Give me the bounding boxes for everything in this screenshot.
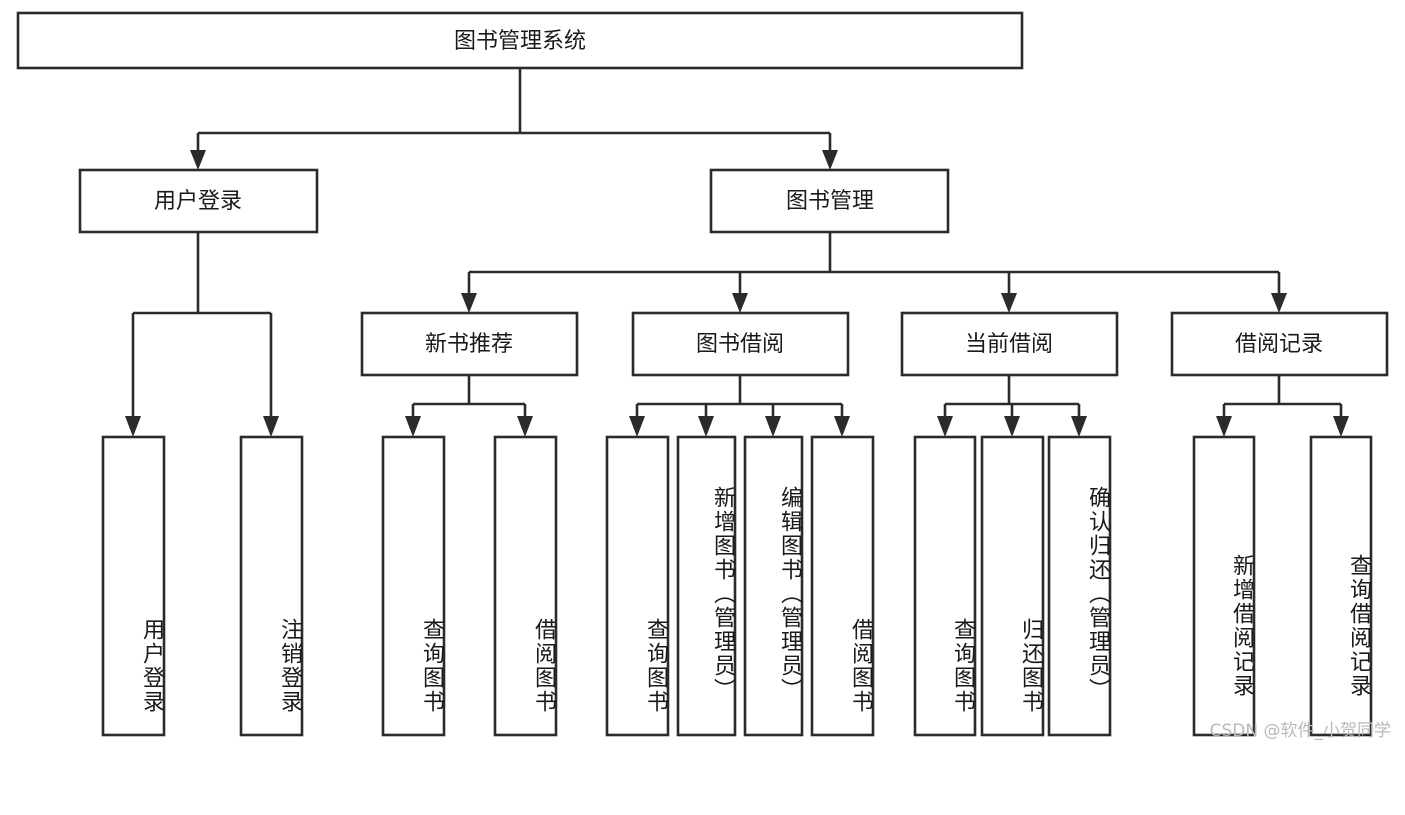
arrow-user-login: [190, 150, 206, 170]
node-current-borrow[interactable]: 当前借阅: [900, 311, 1119, 377]
arrow-new-book-rec: [461, 293, 477, 313]
node-new-book-rec[interactable]: 新书推荐: [360, 311, 579, 377]
arrow-leaf-query-record: [1333, 416, 1349, 437]
arrow-book-manage: [822, 150, 838, 170]
node-leaf-return-book-box[interactable]: [980, 435, 1045, 737]
watermark-text: CSDN @软件_小贺同学: [1209, 721, 1391, 741]
flowchart-canvas: 图书管理系统 用户登录 图书管理 新书推荐 图书借阅 当前借阅 借阅记录: [16, 11, 1391, 741]
arrow-leaf-edit-book: [765, 416, 781, 437]
node-leaf-query-record-box[interactable]: [1309, 435, 1373, 737]
node-leaf-edit-book-box[interactable]: [743, 435, 804, 737]
arrow-current-borrow: [1001, 293, 1017, 313]
node-book-borrow[interactable]: 图书借阅: [631, 311, 850, 377]
node-leaf-add-record-box[interactable]: [1192, 435, 1256, 737]
node-new-book-rec-box[interactable]: [360, 311, 579, 377]
arrow-leaf-borrow-book-1: [517, 416, 533, 437]
node-root-box[interactable]: [16, 11, 1024, 70]
node-book-manage-box[interactable]: [709, 168, 950, 234]
arrow-leaf-confirm-return: [1071, 416, 1087, 437]
node-book-borrow-box[interactable]: [631, 311, 850, 377]
node-borrow-record-box[interactable]: [1170, 311, 1389, 377]
node-leaf-user-login-box[interactable]: [101, 435, 166, 737]
node-leaf-confirm-return-box[interactable]: [1047, 435, 1112, 737]
arrow-leaf-return-book: [1004, 416, 1020, 437]
node-book-manage[interactable]: 图书管理: [709, 168, 950, 234]
node-new-book-rec-label: 新书推荐: [425, 332, 513, 357]
node-leaf-user-logout-box[interactable]: [239, 435, 304, 737]
node-leaf-query-book-3-box[interactable]: [913, 435, 977, 737]
arrow-leaf-user-logout: [263, 416, 279, 437]
node-root-label: 图书管理系统: [454, 29, 586, 54]
arrow-book-borrow: [732, 293, 748, 313]
node-book-manage-label: 图书管理: [786, 189, 874, 214]
arrow-leaf-query-book-1: [405, 416, 421, 437]
arrow-borrow-record: [1271, 293, 1287, 313]
node-book-borrow-label: 图书借阅: [696, 332, 784, 357]
node-user-login[interactable]: 用户登录: [78, 168, 319, 234]
flowchart-svg: 图书管理系统 用户登录 图书管理 新书推荐 图书借阅 当前借阅 借阅记录: [16, 11, 1389, 737]
arrow-leaf-user-login: [125, 416, 141, 437]
arrow-leaf-query-book-2: [629, 416, 645, 437]
node-leaf-add-book-box[interactable]: [676, 435, 737, 737]
node-leaf-query-book-1-box[interactable]: [381, 435, 446, 737]
node-leaf-query-book-2-box[interactable]: [605, 435, 670, 737]
node-leaf-borrow-book-2-box[interactable]: [810, 435, 875, 737]
node-borrow-record-label: 借阅记录: [1235, 332, 1323, 357]
node-current-borrow-box[interactable]: [900, 311, 1119, 377]
node-leaf-borrow-book-1-box[interactable]: [493, 435, 558, 737]
arrow-leaf-borrow-book-2: [834, 416, 850, 437]
node-current-borrow-label: 当前借阅: [965, 332, 1053, 357]
arrow-leaf-add-book: [698, 416, 714, 437]
node-user-login-label: 用户登录: [154, 189, 242, 214]
node-borrow-record[interactable]: 借阅记录: [1170, 311, 1389, 377]
arrow-leaf-query-book-3: [937, 416, 953, 437]
node-root[interactable]: 图书管理系统: [16, 11, 1024, 70]
node-user-login-box[interactable]: [78, 168, 319, 234]
arrow-leaf-add-record: [1216, 416, 1232, 437]
